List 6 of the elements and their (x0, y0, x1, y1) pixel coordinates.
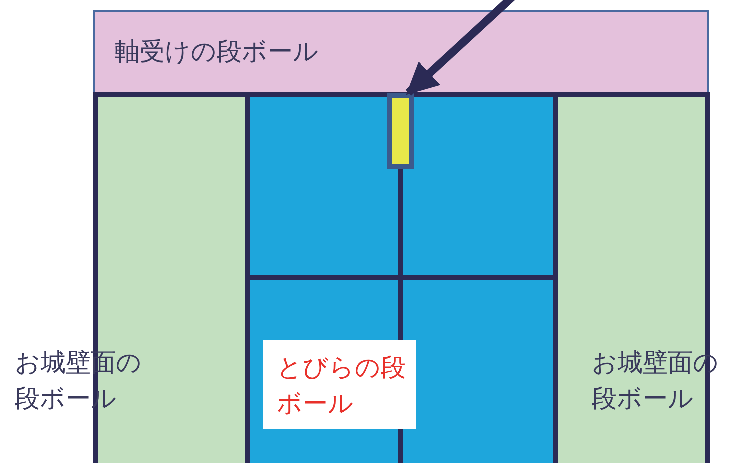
door-label: とびらの段ボール (277, 352, 407, 420)
arrow (406, 0, 518, 96)
door-label-card (263, 340, 416, 429)
board-label: 軸受けの段ボール (115, 36, 320, 68)
bearing-board (93, 10, 709, 94)
axle-bar (387, 93, 414, 169)
